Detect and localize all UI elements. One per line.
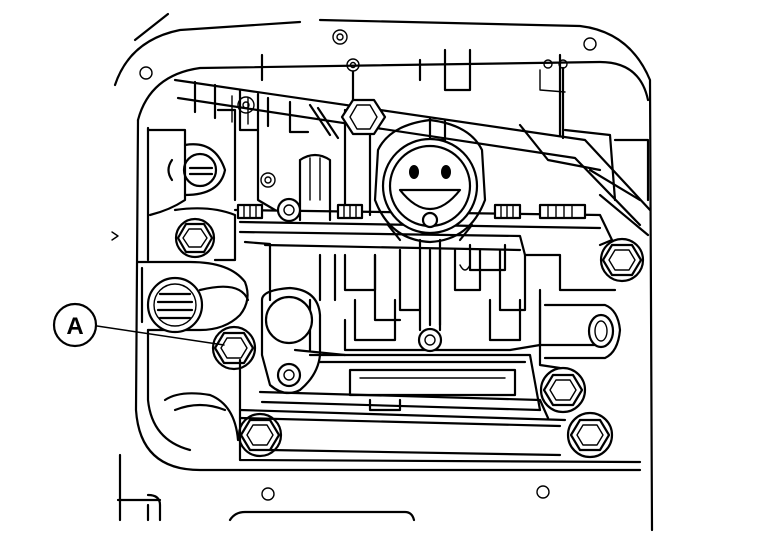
hex-bolt-right-upper	[599, 237, 645, 283]
hex-bolts	[174, 98, 645, 459]
callout-a: A	[52, 302, 225, 348]
callout-a-circle	[52, 302, 98, 348]
round-sensor	[373, 118, 487, 332]
hex-bolt-bottom-left	[237, 412, 283, 458]
left-side-features	[146, 96, 277, 262]
hex-bolt-top	[340, 98, 387, 136]
bottom-rails	[163, 353, 642, 464]
left-plug-bracket	[136, 260, 250, 334]
hex-bolt-right-lower	[539, 366, 587, 414]
upper-casting-ribs	[173, 48, 652, 237]
hex-bolt-left	[174, 217, 216, 259]
case-inner-wall	[111, 60, 650, 472]
top-bolt-row	[236, 203, 587, 220]
callout-a-label: A	[66, 313, 83, 340]
case-outline	[113, 12, 654, 532]
hex-bolt-a	[211, 325, 257, 371]
right-bracket	[538, 298, 622, 370]
callout-a-leader	[96, 325, 225, 346]
hex-bolt-bottom-right	[566, 411, 614, 459]
